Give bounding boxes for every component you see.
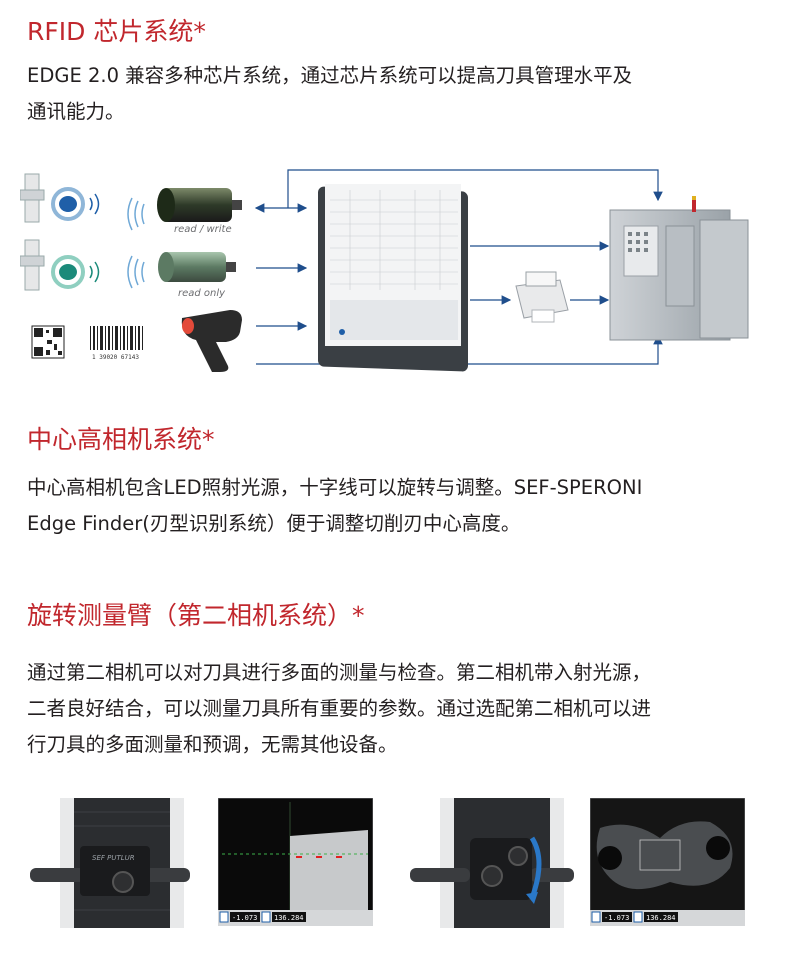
signal-waves-icon-2	[89, 261, 100, 283]
tool-holder-icon-2	[20, 239, 45, 291]
qr-code-icon	[31, 325, 65, 359]
barcode-scanner-icon	[181, 310, 242, 372]
reader-waves-icon-1	[127, 197, 145, 231]
arrow-feedback-top	[287, 169, 663, 208]
center-height-camera-title: 中心高相机系统*	[27, 425, 215, 454]
rfid-read-only-sensor	[158, 252, 236, 282]
barcode-number: 1 39020 67143	[92, 354, 139, 361]
rfid-text-line-1: EDGE 2.0 兼容多种芯片系统，通过芯片系统可以提高刀具管理水平及	[27, 64, 633, 87]
rfid-section-title: RFID 芯片系统*	[27, 17, 206, 46]
readout-z-2: 136.284	[646, 914, 676, 922]
cnc-machine-icon	[609, 196, 749, 341]
barcode-icon	[88, 326, 146, 352]
arm-text-line-2: 二者良好结合，可以测量刀具所有重要的参数。通过选配第二相机可以进	[27, 697, 652, 720]
tool-holder-icon-1	[20, 173, 45, 223]
camera-arm-photo-1: SEF PUTLUR	[30, 798, 190, 928]
signal-waves-icon-1	[89, 193, 100, 215]
readout-x-2: -1.073	[604, 914, 629, 922]
rfid-section-text: EDGE 2.0 兼容多种芯片系统，通过芯片系统可以提高刀具管理水平及 通讯能力…	[27, 58, 632, 130]
readout-x-1: -1.073	[232, 914, 257, 922]
read-only-label: read only	[178, 288, 226, 299]
rfid-text-line-2: 通讯能力。	[27, 100, 125, 123]
readout-z-1: 136.284	[274, 914, 304, 922]
arm-text-line-1: 通过第二相机可以对刀具进行多面的测量与检查。第二相机带入射光源，	[27, 661, 652, 684]
center-height-camera-text: 中心高相机包含LED照射光源，十字线可以旋转与调整。SEF-SPERONI Ed…	[27, 470, 642, 542]
camera-screen-1: -1.073 136.284	[218, 798, 373, 926]
arm-text-line-3: 行刀具的多面测量和预调，无需其他设备。	[27, 733, 398, 756]
camera-screen-2: -1.073 136.284	[590, 798, 745, 926]
rotating-arm-text: 通过第二相机可以对刀具进行多面的测量与检查。第二相机带入射光源， 二者良好结合，…	[27, 655, 651, 763]
rfid-chip-blue-icon	[51, 187, 85, 221]
rfid-system-diagram: 1 39020 67143 read / write read only	[20, 169, 749, 372]
software-monitor	[318, 184, 468, 372]
reader-waves-icon-2	[127, 255, 145, 289]
camera-brand-label: SEF PUTLUR	[92, 854, 135, 862]
rfid-read-write-sensor	[157, 188, 242, 222]
rotation-arrow-icon	[529, 836, 542, 899]
camera-text-line-1: 中心高相机包含LED照射光源，十字线可以旋转与调整。SEF-SPERONI	[27, 476, 643, 499]
camera-text-line-2: Edge Finder(刃型识别系统）便于调整切削刃中心高度。	[27, 512, 521, 535]
rotating-arm-title: 旋转测量臂（第二相机系统）*	[27, 601, 365, 630]
camera-arm-photo-2	[410, 798, 574, 928]
read-write-label: read / write	[174, 224, 232, 235]
rfid-chip-teal-icon	[51, 255, 85, 289]
label-printer-icon	[515, 271, 569, 323]
